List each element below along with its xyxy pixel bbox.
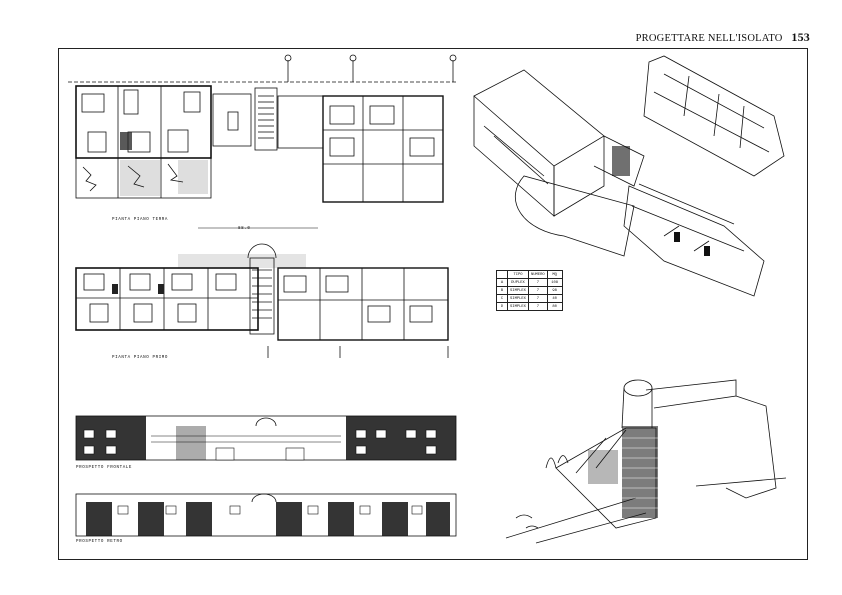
table-cell: B	[496, 286, 508, 295]
table-cell: SIMPLEX	[507, 302, 529, 311]
rear-elevation	[75, 493, 457, 537]
drawing-frame	[58, 48, 808, 560]
table-cell: 98	[546, 286, 563, 295]
table-cell: 7	[528, 286, 548, 295]
table-row: A DUPLEX 7 108	[496, 278, 563, 287]
table-cell: C	[496, 294, 508, 303]
table-row: B SIMPLEX 7 98	[496, 286, 563, 295]
page-number: 153	[791, 30, 810, 44]
perspective-sketch	[505, 379, 787, 544]
table-cell: 40	[546, 294, 563, 303]
unit-table-header-cell: NUMERO	[528, 270, 548, 279]
unit-table: TIPO NUMERO MQ A DUPLEX 7 108 B SIMPLEX …	[496, 270, 563, 311]
unit-table-header-cell: TIPO	[507, 270, 529, 279]
rear-elevation-caption: PROSPETTO RETRO	[76, 540, 123, 544]
table-cell: D	[496, 302, 508, 311]
running-header: PROGETTARE NELL'ISOLATO 153	[636, 30, 810, 45]
table-cell: 7	[528, 294, 548, 303]
table-row: D SIMPLEX 7 80	[496, 302, 563, 311]
table-cell: A	[496, 278, 508, 287]
isometric-view	[473, 55, 785, 297]
table-cell: SIMPLEX	[507, 286, 529, 295]
first-floor-caption: PIANTA PIANO PRIMO	[112, 356, 169, 360]
ground-floor-plan	[68, 54, 458, 229]
running-title: PROGETTARE NELL'ISOLATO	[635, 33, 783, 44]
front-elevation	[75, 415, 457, 461]
ground-floor-caption: PIANTA PIANO TERRA	[112, 218, 169, 222]
table-cell: 80	[546, 302, 563, 311]
dimension-label: 88.0	[238, 227, 251, 231]
unit-table-header: TIPO NUMERO MQ	[496, 270, 563, 279]
unit-table-header-cell: MQ	[546, 270, 563, 279]
table-cell: SIMPLEX	[507, 294, 529, 303]
first-floor-plan	[75, 243, 449, 358]
table-cell: 108	[546, 278, 563, 287]
table-cell: 7	[528, 302, 548, 311]
front-elevation-caption: PROSPETTO FRONTALE	[76, 466, 133, 470]
table-cell: DUPLEX	[507, 278, 529, 287]
table-row: C SIMPLEX 7 40	[496, 294, 563, 303]
table-cell: 7	[528, 278, 548, 287]
